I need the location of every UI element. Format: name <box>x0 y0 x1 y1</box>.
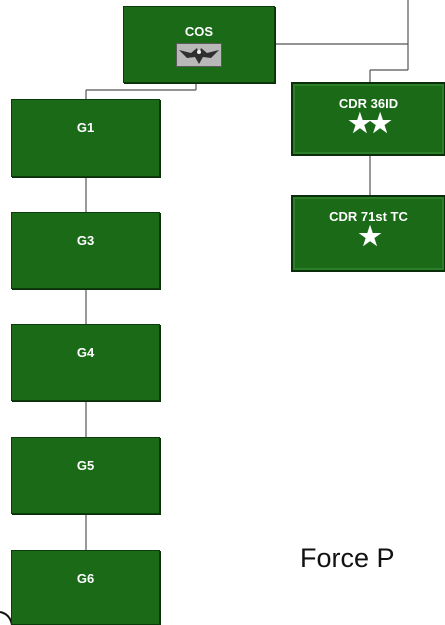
node-g3-label: G3 <box>76 233 95 248</box>
node-g6-label: G6 <box>76 571 95 586</box>
node-g1-label: G1 <box>76 120 95 135</box>
node-cos[interactable]: COS <box>123 6 275 83</box>
one-star-icon: ★ <box>358 221 381 251</box>
node-g6[interactable]: G6 <box>11 550 160 625</box>
node-g4-label: G4 <box>76 345 95 360</box>
node-g5[interactable]: G5 <box>11 437 160 514</box>
node-g4[interactable]: G4 <box>11 324 160 401</box>
node-g5-label: G5 <box>76 458 95 473</box>
node-g1[interactable]: G1 <box>11 99 160 177</box>
node-cdr-36id-label: CDR 36ID <box>338 96 399 111</box>
node-g3[interactable]: G3 <box>11 212 160 289</box>
node-cdr-36id[interactable]: CDR 36ID ★★ <box>291 82 445 156</box>
eagle-insignia-icon <box>176 43 222 67</box>
node-cos-label: COS <box>184 24 214 39</box>
two-star-icon: ★★ <box>348 108 392 138</box>
caption-text: Force P <box>300 543 395 573</box>
node-cdr-71st-tc[interactable]: CDR 71st TC ★ <box>291 195 445 272</box>
node-cdr-71st-tc-label: CDR 71st TC <box>329 209 408 224</box>
